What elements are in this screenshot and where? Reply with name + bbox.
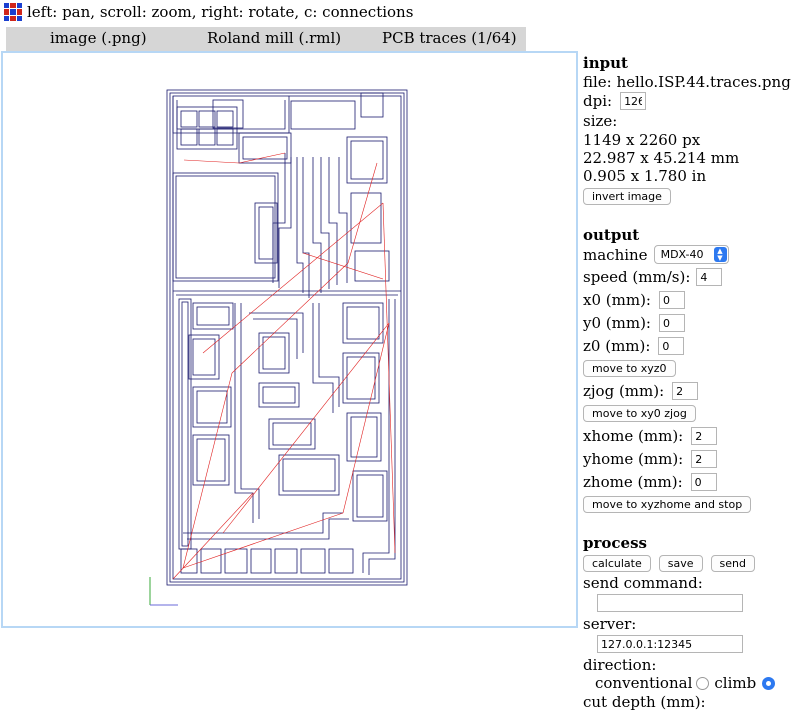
climb-radio[interactable] <box>762 676 776 690</box>
yhome-label: yhome (mm): <box>583 450 684 468</box>
x0-row: x0 (mm): <box>583 291 685 309</box>
machine-row: machine MDX-40 ▲▼ <box>583 245 729 264</box>
size-px: 1149 x 2260 px <box>583 131 701 149</box>
tab-image-png[interactable]: image (.png) <box>50 29 147 47</box>
zhome-label: zhome (mm): <box>583 473 683 491</box>
x0-input[interactable] <box>658 291 685 309</box>
y0-input[interactable] <box>659 314 685 332</box>
tab-bar: image (.png) Roland mill (.rml) PCB trac… <box>6 27 526 51</box>
z0-label: z0 (mm): <box>583 337 651 355</box>
input-file: file: hello.ISP.44.traces.png <box>583 73 791 91</box>
process-header: process <box>583 534 647 552</box>
speed-input[interactable] <box>696 268 723 286</box>
x0-label: x0 (mm): <box>583 291 651 309</box>
machine-label: machine <box>583 245 648 264</box>
dpi-label: dpi: <box>583 92 613 110</box>
toolpath-drawing <box>149 89 408 606</box>
server-input[interactable] <box>597 635 743 653</box>
zhome-row: zhome (mm): <box>583 473 717 491</box>
yhome-row: yhome (mm): <box>583 450 718 468</box>
xhome-input[interactable] <box>691 427 718 445</box>
toolpath-canvas[interactable] <box>1 51 578 628</box>
y0-label: y0 (mm): <box>583 314 651 332</box>
rapid-move-lines <box>172 152 396 580</box>
size-in: 0.905 x 1.780 in <box>583 167 707 185</box>
grid-icon <box>4 3 22 21</box>
calculate-button[interactable]: calculate <box>583 555 651 572</box>
tab-roland-mill[interactable]: Roland mill (.rml) <box>207 29 342 47</box>
y0-row: y0 (mm): <box>583 314 685 332</box>
move-to-xy0-zjog-button[interactable]: move to xy0 zjog <box>583 405 696 422</box>
machine-select-value: MDX-40 <box>660 248 704 261</box>
conventional-label: conventional <box>595 674 693 692</box>
dpi-row: dpi: <box>583 92 647 110</box>
size-label: size: <box>583 112 618 130</box>
size-mm: 22.987 x 45.214 mm <box>583 149 740 167</box>
output-header: output <box>583 226 640 244</box>
xhome-row: xhome (mm): <box>583 427 718 445</box>
send-command-label: send command: <box>583 574 703 592</box>
chevron-updown-icon: ▲▼ <box>713 247 727 262</box>
process-buttons: calculate save send <box>583 555 755 572</box>
speed-label: speed (mm/s): <box>583 268 691 286</box>
speed-row: speed (mm/s): <box>583 268 723 286</box>
cut-depth-label: cut depth (mm): <box>583 693 706 711</box>
move-to-xyz0-button[interactable]: move to xyz0 <box>583 360 676 377</box>
send-button[interactable]: send <box>710 555 755 572</box>
zjog-label: zjog (mm): <box>583 382 665 400</box>
invert-image-button[interactable]: invert image <box>583 188 671 205</box>
z0-input[interactable] <box>658 337 685 355</box>
usage-hint-text: left: pan, scroll: zoom, right: rotate, … <box>27 3 414 21</box>
toolpath-lines <box>166 89 408 586</box>
z0-row: z0 (mm): <box>583 337 685 355</box>
tab-pcb-traces[interactable]: PCB traces (1/64) <box>382 29 517 47</box>
input-header: input <box>583 54 628 72</box>
zhome-input[interactable] <box>690 473 717 491</box>
save-button[interactable]: save <box>658 555 703 572</box>
xhome-label: xhome (mm): <box>583 427 684 445</box>
zjog-row: zjog (mm): <box>583 382 699 400</box>
send-command-input[interactable] <box>597 594 743 612</box>
zjog-input[interactable] <box>672 382 699 400</box>
direction-options: conventional climb <box>595 674 776 692</box>
yhome-input[interactable] <box>691 450 718 468</box>
usage-hint: left: pan, scroll: zoom, right: rotate, … <box>4 3 413 21</box>
dpi-input[interactable] <box>620 92 647 110</box>
direction-label: direction: <box>583 656 657 674</box>
move-to-xyzhome-button[interactable]: move to xyzhome and stop <box>583 496 752 513</box>
origin-axes <box>149 577 178 606</box>
conventional-radio[interactable] <box>696 676 710 690</box>
climb-label: climb <box>714 674 757 692</box>
server-label: server: <box>583 615 637 633</box>
machine-select[interactable]: MDX-40 ▲▼ <box>653 245 729 264</box>
